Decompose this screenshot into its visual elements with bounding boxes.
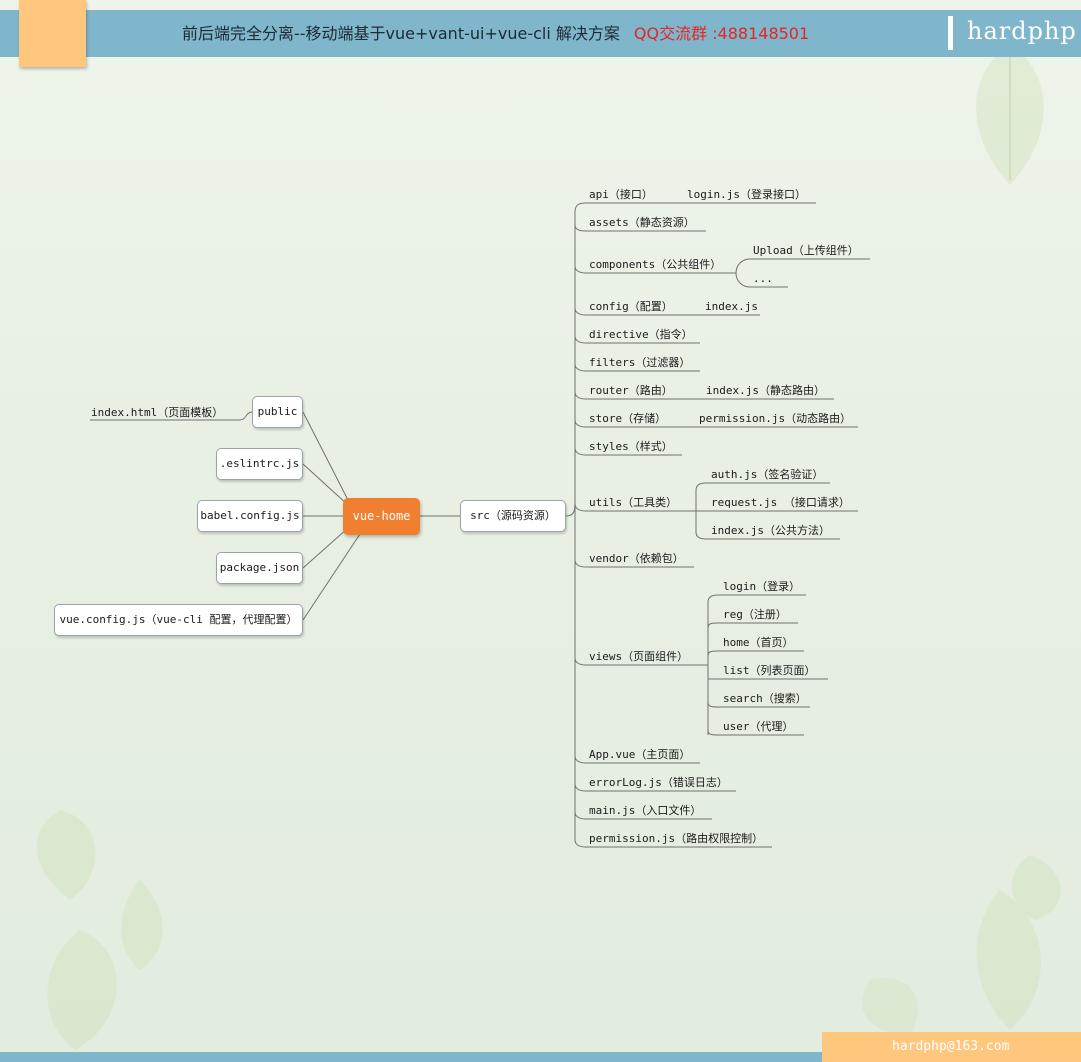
branch-app-vue[interactable]: App.vue（主页面） <box>589 748 691 761</box>
public-index-label: index.html（页面模板） <box>91 406 224 419</box>
node-eslintrc[interactable]: .eslintrc.js <box>216 448 303 480</box>
leaf-utils-index[interactable]: index.js（公共方法） <box>711 524 830 537</box>
branch-styles[interactable]: styles（样式） <box>589 440 673 453</box>
leaf-config-index[interactable]: index.js <box>705 300 758 313</box>
header-accent-square <box>19 0 86 67</box>
node-package-json[interactable]: package.json <box>216 552 303 584</box>
branch-config[interactable]: config（配置） <box>589 300 673 313</box>
node-public[interactable]: public <box>252 396 303 428</box>
leaf-router-index[interactable]: index.js（静态路由） <box>706 384 825 397</box>
branch-directive[interactable]: directive（指令） <box>589 328 693 341</box>
node-vue-config[interactable]: vue.config.js（vue-cli 配置，代理配置） <box>54 604 303 636</box>
node-babel-config[interactable]: babel.config.js <box>197 500 303 532</box>
leaf-api-login[interactable]: login.js（登录接口） <box>687 188 806 201</box>
branch-router[interactable]: router（路由） <box>589 384 673 397</box>
leaf-decoration-bottom-right <box>862 855 1061 1035</box>
leaf-views-search[interactable]: search（搜索） <box>723 692 807 705</box>
leaf-components-more[interactable]: ... <box>753 272 773 285</box>
footer-email: hardphp@163.com <box>892 1039 1010 1054</box>
branch-errorlog[interactable]: errorLog.js（错误日志） <box>589 776 728 789</box>
leaf-store-permission[interactable]: permission.js（动态路由） <box>699 412 852 425</box>
branch-utils[interactable]: utils（工具类） <box>589 496 678 509</box>
root-node-vue-home[interactable]: vue-home <box>343 498 420 535</box>
qq-group-text: QQ交流群 :488148501 <box>633 24 810 43</box>
branch-main-js[interactable]: main.js（入口文件） <box>589 804 702 817</box>
branch-assets[interactable]: assets（静态资源） <box>589 216 695 229</box>
leaf-utils-auth[interactable]: auth.js（签名验证） <box>711 468 824 481</box>
page-title: 前后端完全分离--移动端基于vue+vant-ui+vue-cli 解决方案 QQ… <box>182 20 809 44</box>
branch-store[interactable]: store（存储） <box>589 412 667 425</box>
leaf-decoration-bottom-left <box>36 810 163 1050</box>
branch-views[interactable]: views（页面组件） <box>589 650 689 663</box>
site-logo: hardphp <box>967 17 1077 45</box>
leaf-views-home[interactable]: home（首页） <box>723 636 794 649</box>
leaf-utils-request[interactable]: request.js （接口请求） <box>711 496 850 509</box>
title-text: 前后端完全分离--移动端基于vue+vant-ui+vue-cli 解决方案 <box>182 24 620 43</box>
branch-api[interactable]: api（接口） <box>589 188 653 201</box>
header-bar <box>0 10 1081 57</box>
node-src[interactable]: src（源码资源） <box>460 500 566 532</box>
branch-filters[interactable]: filters（过滤器） <box>589 356 691 369</box>
branch-vendor[interactable]: vendor（依赖包） <box>589 552 684 565</box>
leaf-decoration-top-right <box>976 45 1044 185</box>
footer-accent-box <box>822 1032 1081 1062</box>
leaf-views-login[interactable]: login（登录） <box>723 580 801 593</box>
branch-permission-js[interactable]: permission.js（路由权限控制） <box>589 832 764 845</box>
leaf-components-upload[interactable]: Upload（上传组件） <box>753 244 859 257</box>
leaf-views-user[interactable]: user（代理） <box>723 720 794 733</box>
branch-components[interactable]: components（公共组件） <box>589 258 722 271</box>
footer-bar <box>0 1052 1081 1062</box>
leaf-views-reg[interactable]: reg（注册） <box>723 608 787 621</box>
logo-divider <box>948 16 953 50</box>
leaf-views-list[interactable]: list（列表页面） <box>723 664 816 677</box>
